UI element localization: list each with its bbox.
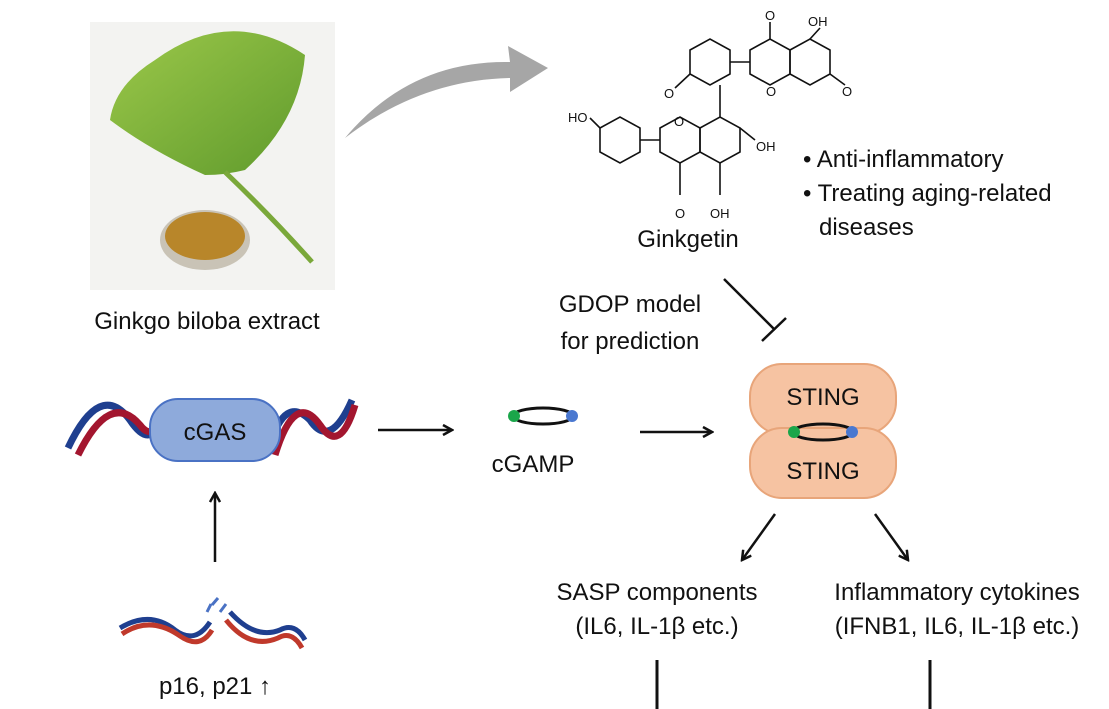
atom-o-6: O <box>842 84 852 99</box>
arrow-to-sasp <box>742 513 777 560</box>
atom-o-5: O <box>766 84 776 99</box>
atom-o-3: O <box>664 86 674 101</box>
cytokines-label-2: (IFNB1, IL6, IL-1β etc.) <box>835 613 1080 640</box>
leaf-blade <box>110 31 305 176</box>
compound-name: Ginkgetin <box>637 226 738 253</box>
sting-dimer <box>749 363 897 499</box>
model-label-2: for prediction <box>561 328 700 355</box>
inhibition-arrow <box>723 278 787 342</box>
cgamp-molecule <box>508 406 578 426</box>
cgamp-label: cGAMP <box>492 451 575 478</box>
sting-top-label: STING <box>786 384 859 411</box>
atom-o-4: O <box>765 8 775 23</box>
ginkgo-photo <box>90 22 335 290</box>
extract-powder <box>165 212 245 260</box>
leaf-stem <box>223 170 314 264</box>
atom-ho: HO <box>568 110 588 125</box>
atom-o-2: O <box>675 206 685 221</box>
property-1: • Anti-inflammatory <box>803 146 1003 173</box>
cgas-enzyme <box>149 398 281 462</box>
arrow-to-cytokines <box>873 513 908 560</box>
atom-oh-3: OH <box>808 14 828 29</box>
damage-label: p16, p21 ↑ <box>159 673 271 700</box>
gray-arrow <box>345 46 548 138</box>
property-2: • Treating aging-related <box>803 180 1052 207</box>
property-2-cont: diseases <box>819 214 914 241</box>
sasp-label-1: SASP components <box>556 579 757 606</box>
atom-oh-1: OH <box>756 139 776 154</box>
model-label-1: GDOP model <box>559 291 701 318</box>
broken-dna <box>118 597 308 650</box>
ginkgetin-structure <box>589 22 846 195</box>
sting-bottom-label: STING <box>786 458 859 485</box>
cytokines-label-1: Inflammatory cytokines <box>834 579 1079 606</box>
sasp-label-2: (IL6, IL-1β etc.) <box>575 613 738 640</box>
atom-oh-2: OH <box>710 206 730 221</box>
atom-o-1: O <box>674 114 684 129</box>
extract-label: Ginkgo biloba extract <box>94 308 320 335</box>
cgas-label: cGAS <box>184 419 247 446</box>
